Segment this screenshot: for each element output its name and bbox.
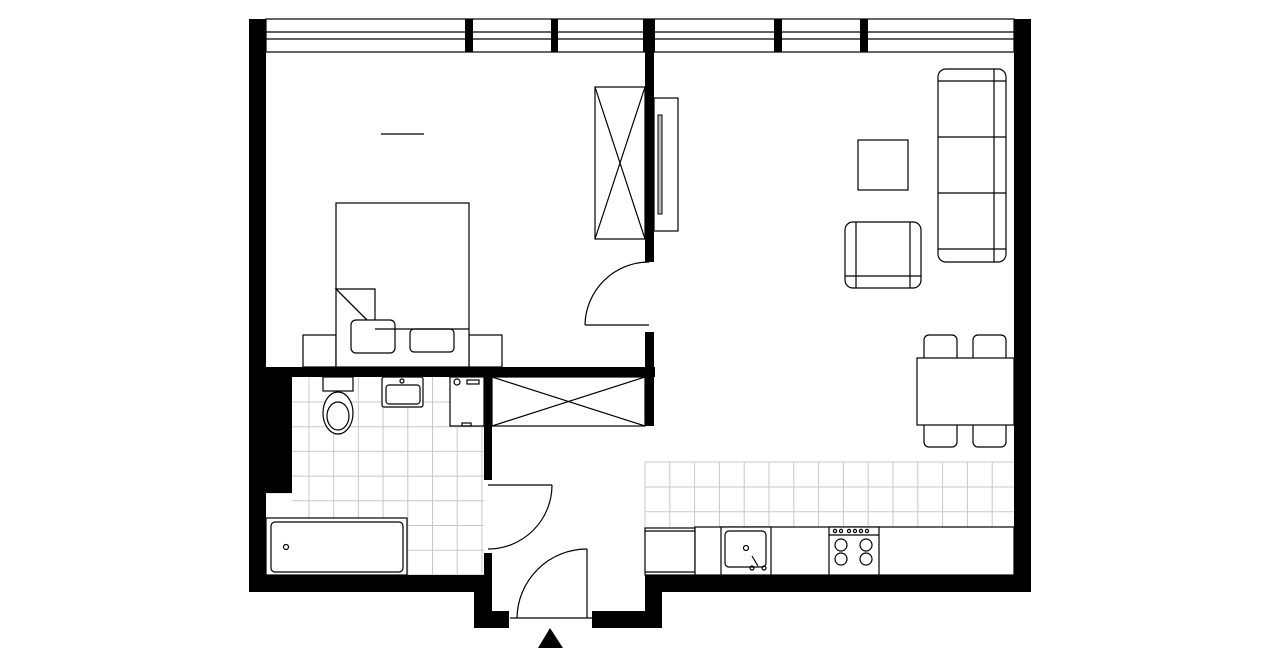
living-room [653, 68, 1015, 448]
entrance-wall-right [592, 611, 662, 628]
wall-bottom-bath [249, 575, 492, 592]
dining-table [916, 357, 1015, 426]
burner [834, 538, 848, 552]
window-band [265, 18, 1015, 53]
bath-shaft [266, 377, 292, 493]
wall-left [249, 19, 266, 592]
window-mullion [643, 19, 655, 52]
bedroom [302, 86, 646, 368]
bathroom [265, 376, 485, 576]
wall-bedroom-living-upper [645, 52, 654, 262]
wall-right [1014, 19, 1031, 592]
window-mullion [465, 19, 473, 52]
stove-knob [838, 528, 844, 534]
entrance-door[interactable] [510, 548, 592, 619]
stove-knob [852, 528, 858, 534]
wall-bath-hall-lower [484, 553, 492, 628]
bedroom-door[interactable] [584, 261, 650, 326]
tv-cabinet [653, 97, 679, 232]
nightstand-right [468, 334, 503, 368]
kitchen-sink [720, 526, 772, 576]
washing-machine [449, 376, 485, 427]
window-mullion [774, 19, 782, 52]
kitchen [644, 526, 1015, 576]
wardrobe [594, 86, 646, 240]
window-mullion [860, 19, 868, 52]
stove [828, 526, 880, 576]
burner [859, 552, 873, 566]
stove-knob [858, 528, 864, 534]
wall-closet-right [645, 377, 654, 426]
stove-knob [846, 528, 852, 534]
wall-bedroom-bath [266, 367, 655, 377]
toilet [322, 376, 354, 435]
bathroom-door[interactable] [487, 484, 553, 550]
wall-bottom-kitchen [645, 575, 1031, 592]
wall-bath-hall-upper [484, 377, 492, 480]
burner [834, 552, 848, 566]
nightstand-left [302, 334, 337, 368]
armchair [844, 221, 922, 289]
stove-knob [832, 528, 838, 534]
washbasin [381, 376, 424, 408]
wall-bedroom-living-lower [645, 332, 654, 367]
bathtub [265, 517, 408, 576]
sofa [937, 68, 1007, 263]
pillow [409, 328, 455, 353]
kitchen-backsplash-tiles [644, 461, 1014, 527]
dining-set [916, 334, 1015, 448]
hall-closet [491, 376, 646, 427]
double-bed [334, 202, 470, 368]
coffee-table [857, 139, 909, 191]
window-mullion [551, 19, 558, 52]
pillow [350, 319, 396, 354]
burner [859, 538, 873, 552]
fridge [644, 527, 696, 576]
walls [249, 19, 1031, 628]
stove-knob [864, 528, 870, 534]
entrance-arrow-icon [538, 628, 563, 648]
